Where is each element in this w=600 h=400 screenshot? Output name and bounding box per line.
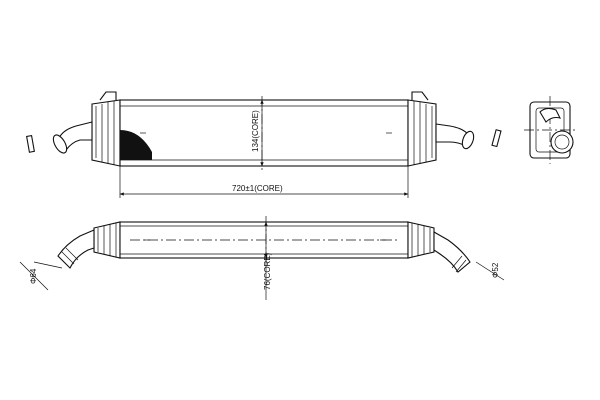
core-shading <box>120 130 152 160</box>
core-depth-label: 76(CORE) <box>263 252 272 290</box>
core-length-label: 720±1(CORE) <box>232 184 283 193</box>
inlet-diameter-label: Φ64 <box>29 268 38 284</box>
front-view <box>26 91 502 170</box>
core-length-dimension <box>119 166 409 198</box>
top-view <box>19 216 505 300</box>
outlet-diameter-label: Φ52 <box>491 262 500 278</box>
core-height-label: 134(CORE) <box>251 110 260 152</box>
side-view <box>524 96 578 164</box>
